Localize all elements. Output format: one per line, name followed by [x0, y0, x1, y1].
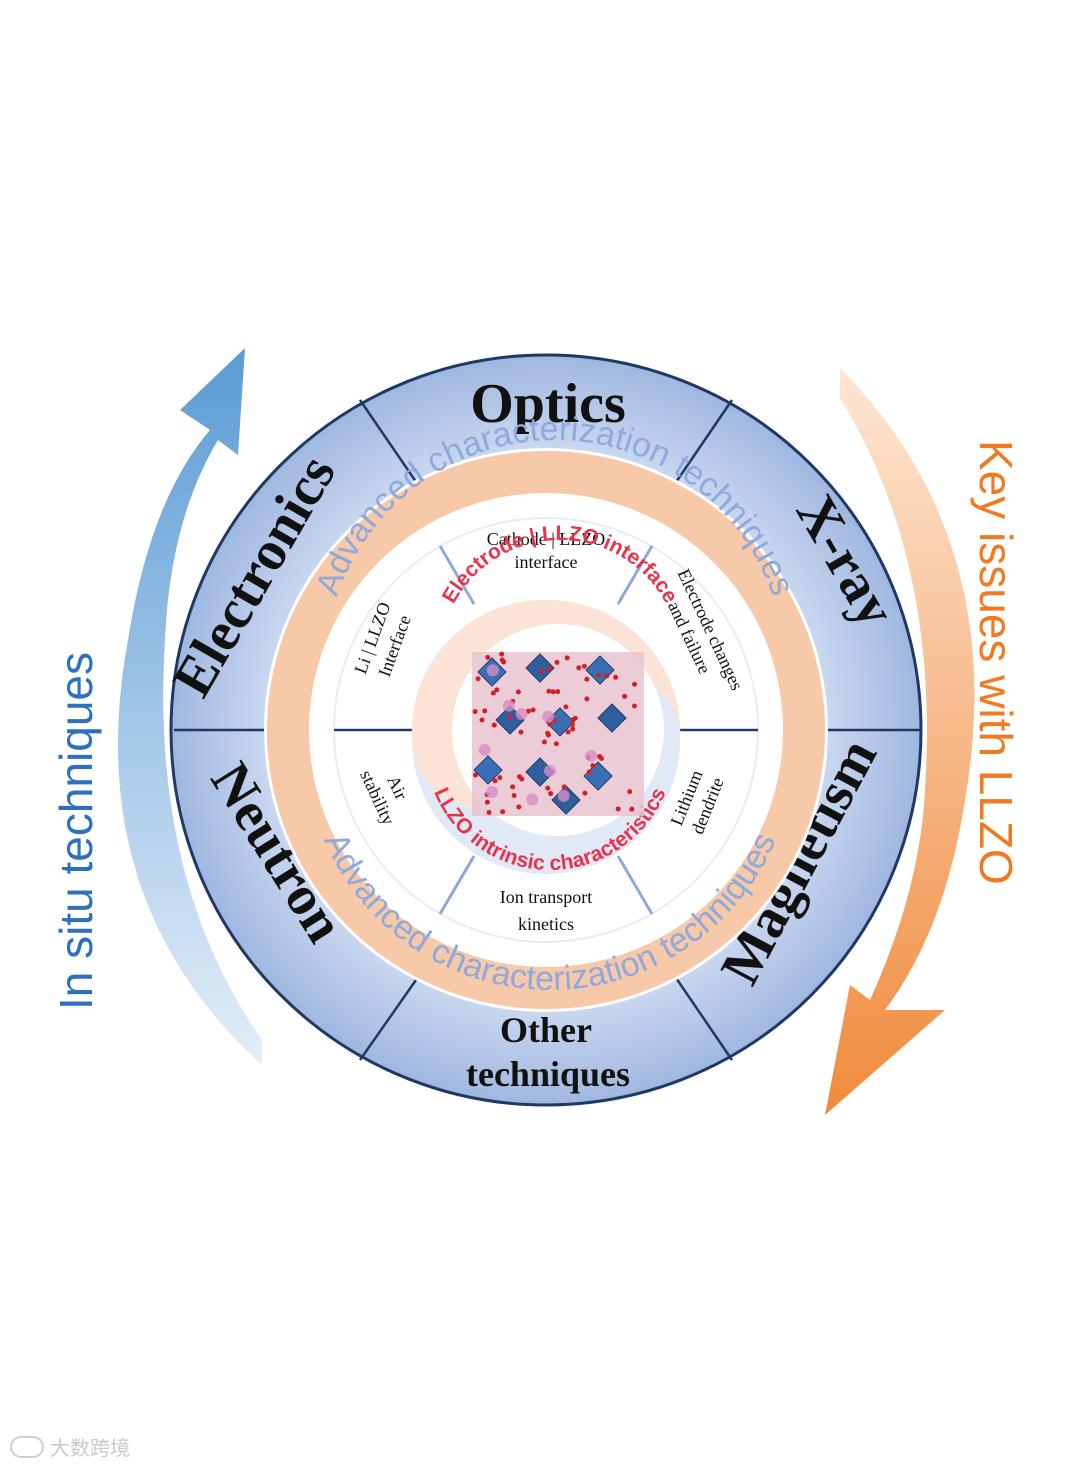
crystal-atom — [548, 791, 554, 797]
watermark: 大数跨境 — [10, 1432, 130, 1461]
crystal-atom — [491, 722, 497, 728]
crystal-lithium-site — [515, 707, 528, 720]
crystal-atom — [553, 741, 559, 747]
crystal-atom — [482, 708, 488, 714]
crystal-atom — [604, 673, 610, 679]
cathode-interface-line1: Cathode | LLZO — [487, 529, 606, 549]
crystal-atom — [622, 693, 628, 699]
crystal-atom — [563, 704, 569, 710]
crystal-atom — [613, 674, 619, 680]
crystal-atom — [516, 774, 522, 780]
crystal-atom — [507, 714, 513, 720]
cathode-interface-line2: interface — [515, 552, 578, 572]
crystal-atom — [582, 790, 588, 796]
crystal-atom — [539, 668, 545, 674]
crystal-lithium-site — [486, 664, 499, 677]
optics-label: Optics — [470, 373, 626, 435]
llzo-crystal-structure — [472, 651, 644, 816]
in-situ-arrow: In situ techniques — [50, 348, 262, 1065]
crystal-atom — [499, 651, 505, 657]
crystal-atom — [492, 778, 498, 784]
blue-curved-arrow — [117, 348, 262, 1065]
in-situ-label: In situ techniques — [50, 652, 102, 1010]
other-label: Other — [500, 1010, 592, 1050]
crystal-atom — [472, 772, 478, 778]
crystal-atom — [497, 775, 503, 781]
crystal-atom — [472, 709, 478, 715]
crystal-atom — [629, 806, 635, 812]
crystal-atom — [631, 703, 637, 709]
watermark-logo-icon — [10, 1435, 44, 1458]
crystal-atom — [545, 785, 551, 791]
crystal-atom — [581, 663, 587, 669]
crystal-atom — [632, 681, 638, 687]
crystal-atom — [494, 687, 500, 693]
orange-curved-arrow — [825, 368, 975, 1115]
crystal-atom — [499, 657, 505, 663]
crystal-atom — [561, 784, 567, 790]
crystal-atom — [475, 676, 481, 682]
watermark-text: 大数跨境 — [50, 1436, 130, 1460]
crystal-atom — [484, 799, 490, 805]
crystal-atom — [584, 676, 590, 682]
crystal-octahedron — [597, 703, 627, 733]
key-issues-arrow: Key issues with LLZO — [825, 368, 1022, 1115]
crystal-atom — [550, 689, 556, 695]
crystal-lithium-site — [526, 793, 539, 806]
key-issues-label: Key issues with LLZO — [970, 440, 1022, 885]
crystal-atom — [597, 753, 603, 759]
crystal-atom — [516, 804, 522, 810]
crystal-atom — [511, 792, 517, 798]
crystal-atom — [510, 784, 516, 790]
crystal-lithium-site — [542, 710, 555, 723]
crystal-atom — [530, 707, 536, 713]
techniques-label: techniques — [466, 1054, 630, 1094]
crystal-atom — [555, 689, 561, 695]
crystal-atom — [586, 769, 592, 775]
crystal-atom — [500, 809, 506, 815]
crystal-atom — [490, 690, 496, 696]
crystal-lithium-site — [557, 789, 570, 802]
crystal-atom — [596, 672, 602, 678]
crystal-atom — [590, 763, 596, 769]
crystal-atom — [515, 689, 521, 695]
crystal-atom — [518, 729, 524, 735]
crystal-atom — [546, 688, 552, 694]
crystal-octahedron — [525, 653, 555, 683]
crystal-atom — [565, 729, 571, 735]
crystal-atom — [584, 696, 590, 702]
crystal-atom — [570, 726, 576, 732]
crystal-atom — [564, 655, 570, 661]
crystal-atom — [485, 654, 491, 660]
crystal-octahedron — [473, 755, 503, 785]
crystal-atom — [486, 809, 492, 815]
ion-transport-line1: Ion transport — [500, 887, 592, 907]
ion-transport-line2: kinetics — [518, 914, 574, 934]
crystal-atom — [547, 665, 553, 671]
crystal-atom — [572, 715, 578, 721]
crystal-atom — [627, 789, 633, 795]
crystal-lithium-site — [478, 744, 491, 757]
crystal-atom — [547, 721, 553, 727]
crystal-lithium-site — [485, 786, 498, 799]
crystal-lithium-site — [543, 764, 556, 777]
crystal-atom — [615, 806, 621, 812]
crystal-atom — [576, 665, 582, 671]
crystal-lithium-site — [502, 699, 515, 712]
crystal-lithium-site — [585, 749, 598, 762]
crystal-atom — [541, 739, 547, 745]
crystal-atom — [554, 659, 560, 665]
crystal-atom — [569, 722, 575, 728]
crystal-atom — [479, 717, 485, 723]
crystal-atom — [545, 730, 551, 736]
